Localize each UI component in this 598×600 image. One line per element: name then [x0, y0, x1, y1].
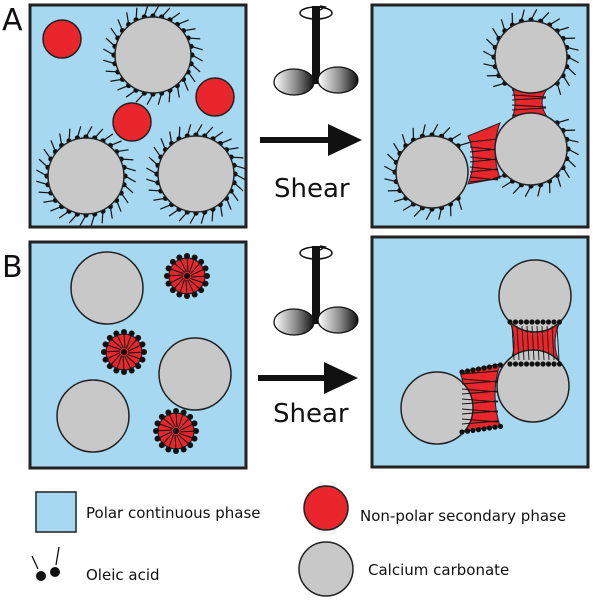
nonpolar-droplet — [42, 19, 82, 59]
reverse-micelle — [164, 253, 210, 299]
shear-label-b: Shear — [273, 399, 349, 429]
oleic-acid-head — [121, 369, 127, 375]
legend: Polar continuous phase Non-polar seconda… — [31, 485, 566, 597]
oleic-acid-head — [139, 356, 146, 363]
oleic-acid-head — [102, 356, 109, 363]
shear-label-a: Shear — [274, 174, 350, 204]
oleic-acid-head — [165, 409, 172, 416]
oleic-acid-icon — [31, 546, 60, 581]
nonpolar-droplet — [195, 77, 235, 117]
coated-calcium-carbonate-particle — [384, 124, 470, 220]
oleic-acid-head — [193, 428, 199, 434]
oleic-acid-head — [113, 367, 120, 374]
shear-arrow-icon — [258, 362, 358, 394]
oleic-acid-head — [165, 446, 172, 453]
coated-calcium-carbonate-particle — [103, 5, 203, 105]
calcium-carbonate-particle — [157, 135, 235, 213]
calcium-carbonate-particle — [494, 112, 568, 186]
oleic-acid-head — [141, 349, 147, 355]
calcium-carbonate-particle — [114, 16, 192, 94]
reverse-micelle — [101, 329, 147, 375]
oleic-acid-head — [128, 367, 135, 374]
oleic-acid-head — [113, 330, 120, 337]
panel-b-bridge-fibers — [459, 319, 563, 435]
calcium-carbonate-particle — [494, 20, 568, 94]
oleic-acid-head — [106, 363, 113, 370]
oleic-acid-head — [164, 273, 170, 279]
panel-b-aggregate-particles — [400, 259, 572, 445]
coated-calcium-carbonate-particle — [483, 9, 579, 95]
nonpolar-droplet — [112, 102, 152, 142]
oleic-acid-head — [204, 273, 210, 279]
legend-swatch-caco3 — [298, 541, 354, 597]
oleic-acid-head — [102, 341, 109, 348]
coated-calcium-carbonate-particle — [146, 124, 246, 224]
panel-a-coated-particles — [36, 5, 246, 226]
legend-label-caco3: Calcium carbonate — [368, 561, 509, 579]
stirrer-icon — [273, 5, 359, 96]
oleic-acid-head — [154, 420, 161, 427]
panel-label-a: A — [2, 3, 23, 38]
oleic-acid-head — [139, 341, 146, 348]
oleic-acid-head — [191, 435, 198, 442]
oleic-acid-head — [101, 349, 107, 355]
panel-a-droplets — [42, 19, 235, 142]
panel-b-reverse-micelles — [101, 253, 210, 454]
oleic-acid-head — [191, 291, 198, 298]
oleic-acid-head — [176, 254, 183, 261]
oleic-acid-head — [187, 442, 194, 449]
oleic-acid-head — [135, 363, 142, 370]
oleic-acid-head — [180, 409, 187, 416]
oleic-acid-head — [191, 254, 198, 261]
legend-label-nonpolar: Non-polar secondary phase — [360, 507, 566, 525]
legend-swatch-nonpolar — [303, 485, 349, 531]
oleic-acid-head — [198, 287, 205, 294]
oleic-acid-head — [173, 448, 179, 454]
oleic-acid-head — [184, 293, 190, 299]
oleic-acid-head — [169, 258, 176, 265]
oleic-acid-head — [173, 408, 179, 414]
legend-label-oleic: Oleic acid — [86, 566, 160, 584]
oleic-acid-head — [180, 446, 187, 453]
calcium-carbonate-particle — [498, 259, 572, 333]
reverse-micelle — [153, 408, 199, 454]
oleic-acid-head — [184, 253, 190, 259]
oleic-acid-head — [128, 330, 135, 337]
coated-calcium-carbonate-particle — [36, 126, 136, 226]
calcium-carbonate-particle — [158, 337, 232, 411]
panel-a-aggregate-particles — [384, 9, 579, 220]
oleic-acid-head — [202, 280, 209, 287]
oleic-acid-head — [169, 287, 176, 294]
oleic-acid-head — [158, 413, 165, 420]
oleic-acid-head — [202, 265, 209, 272]
calcium-carbonate-particle — [70, 251, 144, 325]
stirrer-icon — [273, 245, 359, 336]
shear-arrow-icon — [260, 124, 362, 156]
coated-calcium-carbonate-particle — [493, 112, 579, 197]
oleic-acid-head — [154, 435, 161, 442]
oleic-acid-head — [165, 265, 172, 272]
oleic-acid-head — [191, 420, 198, 427]
calcium-carbonate-particle — [56, 379, 130, 453]
panel-b-particles — [56, 251, 232, 453]
legend-label-polar: Polar continuous phase — [86, 504, 261, 522]
oleic-acid-head — [135, 334, 142, 341]
oleic-acid-head — [165, 280, 172, 287]
calcium-carbonate-particle — [496, 349, 570, 423]
oleic-acid-head — [106, 334, 113, 341]
oleic-acid-head — [198, 258, 205, 265]
oleic-acid-head — [158, 442, 165, 449]
legend-swatch-polar — [35, 491, 77, 533]
oleic-acid-head — [121, 329, 127, 335]
panel-label-b: B — [2, 250, 23, 285]
calcium-carbonate-particle — [395, 135, 469, 209]
oleic-acid-head — [153, 428, 159, 434]
oleic-acid-head — [176, 291, 183, 298]
calcium-carbonate-particle — [47, 137, 125, 215]
oleic-acid-head — [187, 413, 194, 420]
calcium-carbonate-particle — [400, 371, 474, 445]
